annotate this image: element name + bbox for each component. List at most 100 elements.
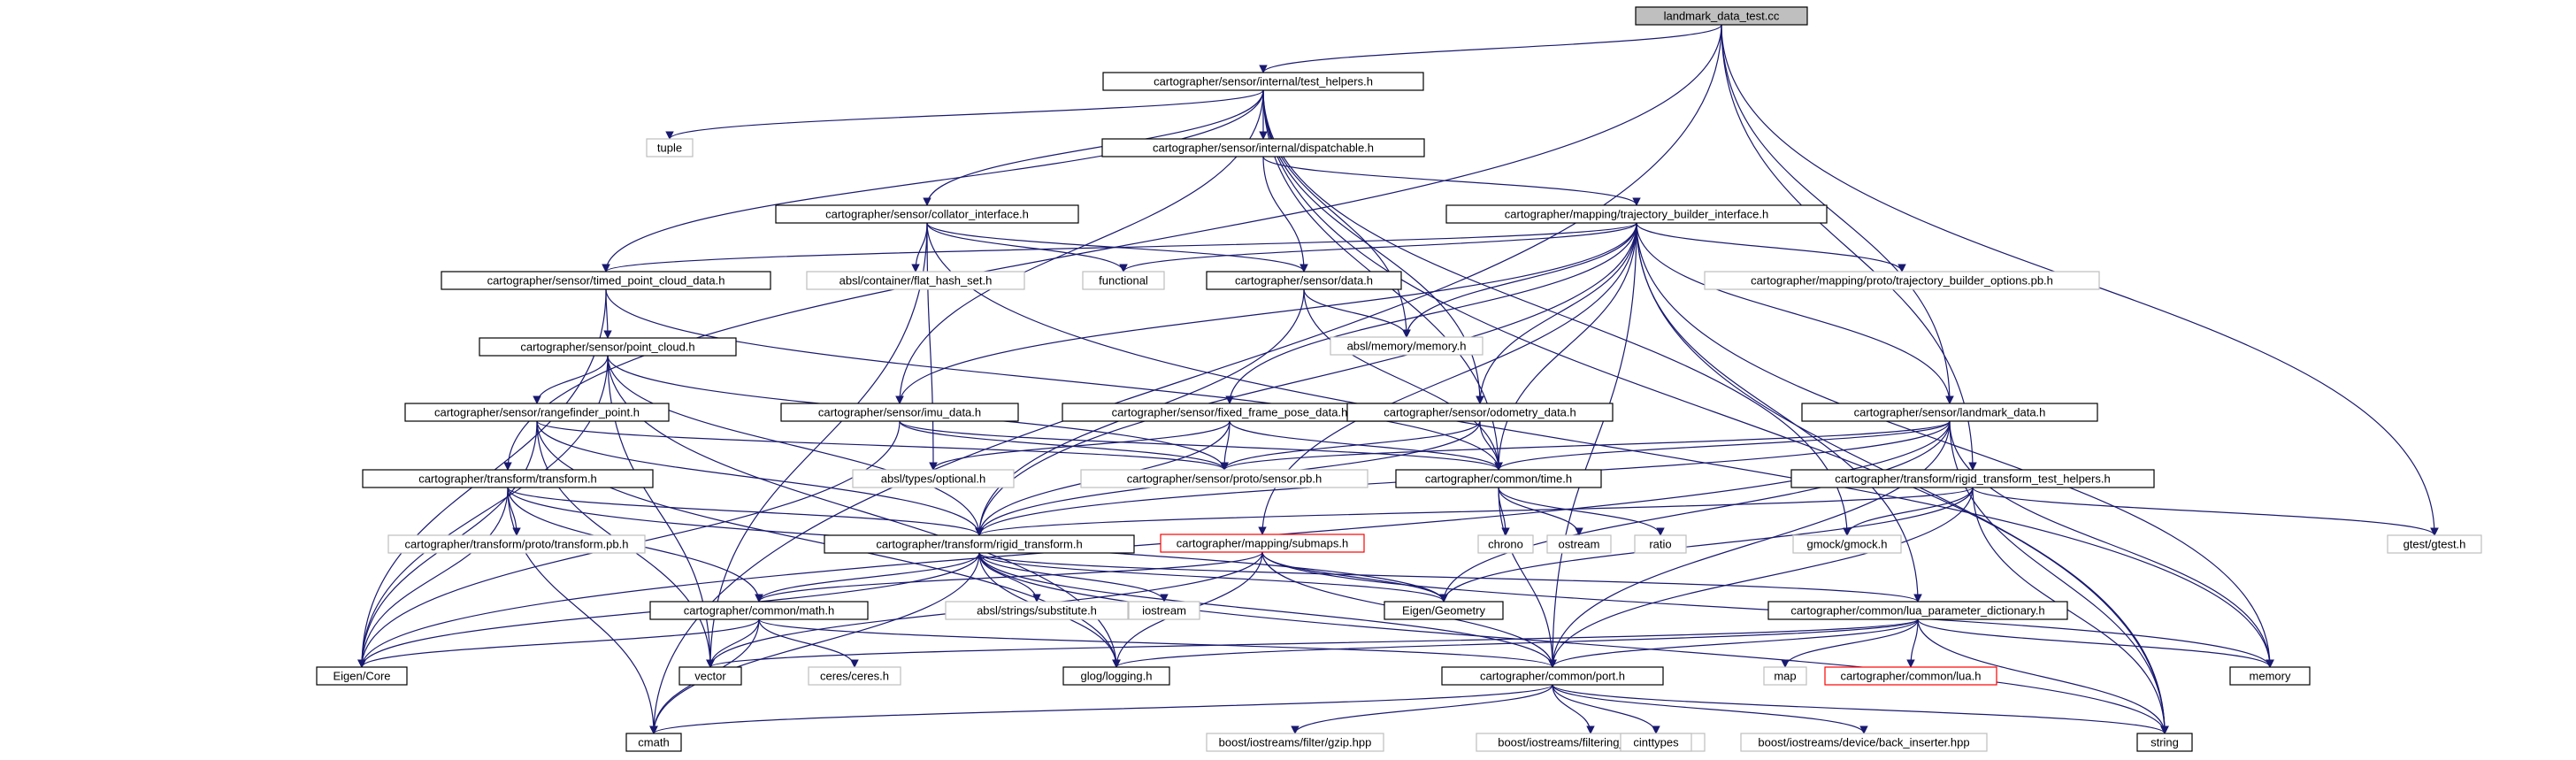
edge-fixed_frame-to-common_time (1229, 420, 1503, 471)
node-cartographer-sensor-landmark-data-h[interactable]: cartographer/sensor/landmark_data.h (1801, 403, 2098, 422)
node-label: cartographer/common/lua.h (1841, 670, 1982, 683)
node-box (649, 601, 869, 620)
node-box (1477, 534, 1534, 554)
node-cartographer-sensor-point-cloud-h[interactable]: cartographer/sensor/point_cloud.h (479, 337, 737, 357)
node-cartographer-sensor-internal-dispatchable-h[interactable]: cartographer/sensor/internal/dispatchabl… (1101, 138, 1425, 157)
node-cartographer-mapping-trajectory-builder-interface-h[interactable]: cartographer/mapping/trajectory_builder_… (1445, 204, 1828, 224)
node-label: cartographer/sensor/odometry_data.h (1384, 406, 1576, 419)
node-box (362, 469, 654, 488)
node-box (387, 534, 646, 554)
node-box (678, 666, 742, 686)
edge-lua_param-to-string (1917, 618, 2169, 734)
node-cartographer-common-time-h[interactable]: cartographer/common/time.h (1395, 469, 1602, 488)
node-label: string (2150, 736, 2179, 749)
node-label: absl/container/flat_hash_set.h (840, 274, 993, 288)
edge-landmark_data-to-sensor_pb (1220, 420, 1951, 471)
edge-rigid_transform-to-cmath (649, 552, 980, 734)
edge-traj_builder-to-rigid_transform (975, 222, 1637, 536)
node-label: cartographer/transform/rigid_transform.h (876, 538, 1082, 551)
node-label: ceres/ceres.h (820, 670, 889, 683)
node-cartographer-transform-rigid-transform-test-helpers-h[interactable]: cartographer/transform/rigid_transform_t… (1790, 469, 2155, 488)
node-box (1128, 601, 1200, 620)
edge-point_cloud-to-rangefinder (533, 355, 609, 404)
edge-point_cloud-to-vector (607, 355, 715, 668)
edge-root-to-cmath (649, 24, 1722, 734)
edge-test_helpers-to-odometry (1262, 89, 1484, 404)
edge-rt_test_helpers-to-gtest (1972, 487, 2439, 536)
edge-fixed_frame-to-sensor_pb (1220, 420, 1230, 471)
edge-landmark_data-to-memory (1949, 420, 2274, 668)
node-label: cartographer/sensor/fixed_frame_pose_dat… (1112, 406, 1348, 419)
edge-traj_builder-to-timed_point_cloud (602, 222, 1637, 273)
node-label: absl/memory/memory.h (1347, 340, 1467, 353)
node-gtest-gtest-h: gtest/gtest.h (2387, 534, 2482, 554)
node-box (1546, 534, 1612, 554)
edge-test_helpers-to-imu_data (895, 89, 1264, 404)
node-functional: functional (1082, 271, 1165, 290)
edge-sensor_data-to-common_time (1303, 288, 1503, 471)
node-box (1620, 733, 1692, 752)
node-string[interactable]: string (2136, 733, 2193, 752)
edge-test_helpers-to-gmock (1262, 89, 1852, 536)
node-label: cartographer/sensor/landmark_data.h (1854, 406, 2046, 419)
edge-timed_point_cloud-to-common_time (605, 288, 1503, 471)
node-label: Eigen/Geometry (1402, 604, 1485, 618)
edge-test_helpers-to-string (1262, 89, 2169, 734)
node-box (1824, 666, 1997, 686)
node-cartographer-transform-rigid-transform-h[interactable]: cartographer/transform/rigid_transform.h (824, 534, 1135, 554)
node-box (1384, 601, 1504, 620)
node-box (479, 337, 737, 357)
node-cartographer-sensor-data-h[interactable]: cartographer/sensor/data.h (1206, 271, 1402, 290)
node-box (780, 403, 1019, 422)
node-eigen-geometry[interactable]: Eigen/Geometry (1384, 601, 1504, 620)
edge-rigid_transform-to-lua_param (978, 552, 1922, 603)
node-label: cartographer/sensor/timed_point_cloud_da… (487, 274, 725, 288)
edge-test_helpers-to-collator_interface (923, 89, 1264, 206)
node-landmark-data-test-cc[interactable]: landmark_data_test.cc (1635, 6, 1808, 26)
node-cartographer-sensor-rangefinder-point-h[interactable]: cartographer/sensor/rangefinder_point.h (404, 403, 670, 422)
edge-common_math-to-eigen_core (357, 618, 760, 668)
node-box (625, 733, 682, 752)
node-label: iostream (1142, 604, 1186, 618)
node-cartographer-transform-transform-h[interactable]: cartographer/transform/transform.h (362, 469, 654, 488)
node-label: glog/logging.h (1081, 670, 1153, 683)
node-label: cartographer/mapping/submaps.h (1177, 537, 1348, 550)
node-memory[interactable]: memory (2229, 666, 2311, 686)
node-cartographer-sensor-internal-test-helpers-h[interactable]: cartographer/sensor/internal/test_helper… (1102, 72, 1424, 91)
node-cartographer-common-lua-parameter-dictionary-h[interactable]: cartographer/common/lua_parameter_dictio… (1767, 601, 2068, 620)
node-box (1634, 534, 1687, 554)
node-vector[interactable]: vector (678, 666, 742, 686)
node-label: ostream (1559, 538, 1600, 551)
edge-root-to-landmark_data (1721, 24, 1954, 404)
node-label: chrono (1488, 538, 1523, 551)
node-box (1082, 271, 1165, 290)
node-box (1102, 72, 1424, 91)
edge-submaps-to-common_math (755, 551, 1263, 603)
edge-lua_param-to-memory (1917, 618, 2274, 668)
node-cartographer-sensor-fixed-frame-pose-data-h[interactable]: cartographer/sensor/fixed_frame_pose_dat… (1062, 403, 1398, 422)
node-cartographer-common-math-h[interactable]: cartographer/common/math.h (649, 601, 869, 620)
node-label: cartographer/sensor/point_cloud.h (520, 341, 694, 354)
edge-lua_param-to-common_lua (1906, 618, 1919, 668)
node-box (1206, 271, 1402, 290)
edge-rangefinder-to-rigid_transform (536, 420, 984, 536)
node-cartographer-sensor-timed-point-cloud-data-h[interactable]: cartographer/sensor/timed_point_cloud_da… (441, 271, 771, 290)
node-label: boost/iostreams/filter/gzip.hpp (1219, 736, 1372, 749)
node-cartographer-mapping-submaps-h: cartographer/mapping/submaps.h (1160, 534, 1365, 553)
node-cartographer-sensor-odometry-data-h[interactable]: cartographer/sensor/odometry_data.h (1346, 403, 1614, 422)
node-cartographer-sensor-collator-interface-h[interactable]: cartographer/sensor/collator_interface.h (775, 204, 1079, 224)
node-box (945, 601, 1129, 620)
node-box (1062, 666, 1170, 686)
node-box (1790, 469, 2155, 488)
node-label: cmath (638, 736, 669, 749)
node-glog-logging-h[interactable]: glog/logging.h (1062, 666, 1170, 686)
node-cartographer-common-port-h[interactable]: cartographer/common/port.h (1441, 666, 1664, 686)
node-eigen-core[interactable]: Eigen/Core (316, 666, 408, 686)
edge-traj_builder-to-fixed_frame (1225, 222, 1637, 404)
node-box (1763, 666, 1807, 686)
node-cmath[interactable]: cmath (625, 733, 682, 752)
node-cartographer-sensor-imu-data-h[interactable]: cartographer/sensor/imu_data.h (780, 403, 1019, 422)
node-box (1101, 138, 1425, 157)
edge-collator_interface-to-absl_optional (926, 222, 938, 471)
node-absl-container-flat-hash-set-h: absl/container/flat_hash_set.h (806, 271, 1025, 290)
